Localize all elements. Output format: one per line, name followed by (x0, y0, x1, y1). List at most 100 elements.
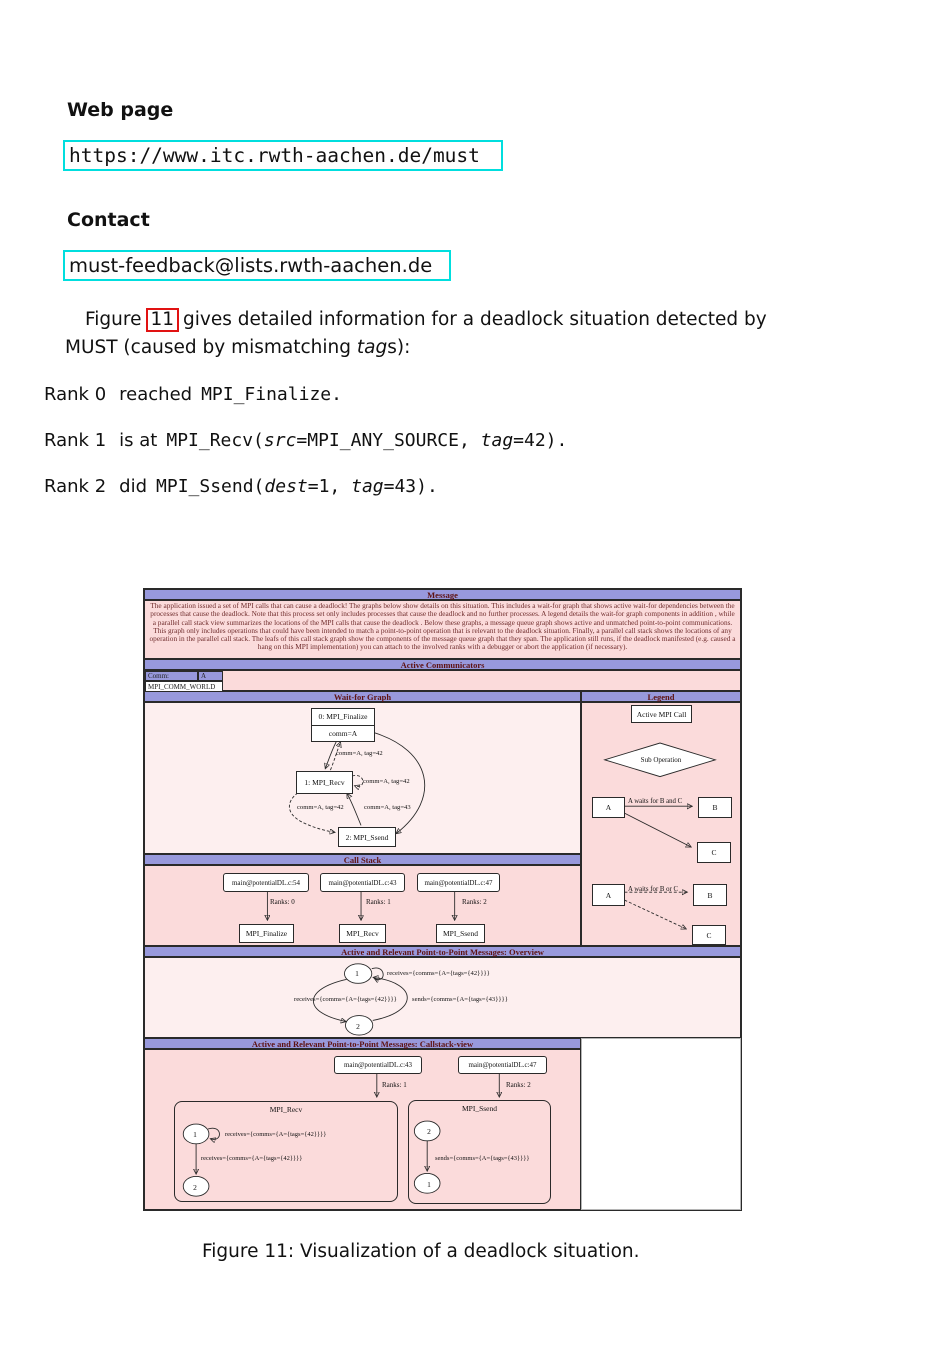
sub-operation-diamond (603, 742, 717, 778)
rank1-arg1: src (263, 430, 297, 451)
wfg-node-1: 1: MPI_Recv (296, 771, 353, 794)
legend-active-mpi-call-box: Active MPI Call (631, 705, 692, 723)
overview-node-2: 2 (356, 1022, 360, 1031)
legend-or-node-b: B (693, 884, 727, 906)
wfg-edge-label-2-1: comm=A, tag=43 (364, 804, 411, 811)
wfg-edge-label-self: comm=A, tag=42 (363, 778, 410, 785)
csv-mpi-recv-container (174, 1101, 398, 1202)
csv-recv-edge-label: receives={comms={A={tags={42}}}} (201, 1155, 303, 1162)
csv-left-location: main@potentialDL.c:43 (334, 1056, 422, 1074)
contact-heading: Contact (67, 209, 150, 231)
wfg-edge-label-1-2: comm=A, tag=42 (297, 804, 344, 811)
paragraph-line2-post: s): (387, 337, 411, 358)
rank1-label: Rank 1 (44, 430, 107, 451)
paragraph-post: gives detailed information for a deadloc… (183, 309, 767, 330)
call-stack-frame-0-location: main@potentialDL.c:54 (223, 873, 309, 892)
paragraph-pre: Figure (85, 309, 142, 330)
rank0-line: Rank 0 reached MPI_Finalize. (44, 384, 342, 405)
rank1-mid: =MPI_ANY_SOURCE, (296, 430, 481, 451)
rank0-call: MPI_Finalize. (201, 384, 342, 405)
rank1-call: MPI_Recv( (166, 430, 264, 451)
legend-and-node-a: A (592, 797, 625, 818)
rank1-arg2: tag (480, 430, 514, 451)
csv-mpi-ssend-title: MPI_Ssend (461, 1104, 497, 1113)
call-stack-edges (145, 891, 580, 945)
legend-body: Active MPI Call Sub Operation A B C A wa… (581, 702, 741, 946)
call-stack-header: Call Stack (144, 854, 581, 865)
csv-mpi-ssend-container (408, 1100, 551, 1204)
rank2-mid: =1, (307, 476, 352, 497)
rank0-verb: reached (119, 384, 193, 405)
p2p-overview-header: Active and Relevant Point-to-Point Messa… (144, 946, 741, 957)
legend-or-label: A waits for B or C (628, 886, 679, 893)
rank2-label: Rank 2 (44, 476, 107, 497)
legend-and-label: A waits for B and C (628, 798, 683, 805)
rank2-arg2: tag (351, 476, 384, 497)
comm-label-cell: Comm: (145, 671, 198, 681)
wfg-node-0: 0: MPI_Finalize comm=A (311, 708, 375, 742)
active-communicators-body: Comm: A MPI_COMM_WORLD (144, 670, 741, 692)
csv-ssend-node-1: 1 (427, 1180, 431, 1189)
web-page-link[interactable]: https://www.itc.rwth-aachen.de/must (63, 140, 503, 171)
wfg-node-0-comm: comm=A (312, 724, 374, 742)
legend-or-node-c: C (692, 925, 726, 945)
rank0-label: Rank 0 (44, 384, 107, 405)
legend-header: Legend (581, 691, 741, 702)
wfg-node-2: 2: MPI_Ssend (338, 827, 396, 847)
call-stack-frame-2-call: MPI_Ssend (436, 924, 485, 943)
wfg-node-0-title: 0: MPI_Finalize (318, 712, 368, 722)
csv-recv-self-loop-label: receives={comms={A={tags={42}}}} (225, 1131, 327, 1138)
csv-left-ranks-label: Ranks: 1 (382, 1081, 407, 1089)
wfg-edge-label-0-1: comm=A, tag=42 (336, 750, 383, 757)
contact-email-link[interactable]: must-feedback@lists.rwth-aachen.de (63, 250, 451, 281)
wait-for-graph-header: Wait-for Graph (144, 691, 581, 702)
rank1-verb: is at (119, 430, 158, 451)
overview-receives-label: receives={comms={A={tags={42}}}} (294, 996, 397, 1003)
paragraph-line2: MUST (caused by mismatching tags): (65, 337, 410, 358)
call-stack-frame-2-location: main@potentialDL.c:47 (417, 873, 500, 892)
csv-mpi-recv-title: MPI_Recv (269, 1105, 303, 1114)
figure-ref-link[interactable]: 11 (145, 308, 180, 332)
csv-right-location: main@potentialDL.c:47 (458, 1056, 547, 1074)
rank2-tail: =43). (383, 476, 438, 497)
wait-for-graph-edges (289, 732, 425, 853)
comm-value-cell: A (198, 671, 223, 681)
contact-email-text: must-feedback@lists.rwth-aachen.de (69, 254, 433, 277)
legend-or-node-a: A (592, 884, 625, 906)
csv-recv-node-2: 2 (193, 1183, 197, 1192)
call-stack-frame-1-call: MPI_Recv (339, 924, 386, 943)
call-stack-frame-1-location: main@potentialDL.c:43 (320, 873, 405, 892)
legend-sub-operation-label: Sub Operation (640, 756, 682, 764)
legend-shapes (603, 742, 717, 945)
overview-sends-label: sends={comms={A={tags={43}}}} (412, 996, 508, 1003)
message-section-header: Message (144, 589, 741, 600)
legend-and-node-c: C (697, 842, 731, 863)
p2p-callstack-view-header: Active and Relevant Point-to-Point Messa… (144, 1038, 581, 1049)
p2p-overview-edges (313, 963, 408, 1036)
legend-and-node-b: B (698, 797, 732, 818)
overview-self-loop-label: receives={comms={A={tags={42}}}} (387, 970, 490, 977)
paragraph-line2-pre: MUST (caused by mismatching (65, 337, 357, 358)
overview-node-1: 1 (355, 969, 359, 978)
figure-11-deadlock-visualization: Message The application issued a set of … (143, 588, 742, 1211)
web-page-url-text: https://www.itc.rwth-aachen.de/must (69, 144, 480, 167)
rank1-tail: =42). (513, 430, 568, 451)
paragraph-line2-emphasis: tag (356, 337, 388, 358)
callstack-view-empty-cell (581, 1038, 741, 1210)
call-stack-frame-0-call: MPI_Finalize (239, 924, 294, 943)
rank2-call: MPI_Ssend( (156, 476, 265, 497)
p2p-callstack-view-edges (182, 1073, 580, 1197)
active-communicators-header: Active Communicators (144, 659, 741, 670)
p2p-overview-body: 1 2 receives={comms={A={tags={42}}}} rec… (144, 957, 741, 1038)
call-stack-ranks-0-label: Ranks: 0 (270, 898, 295, 906)
csv-ssend-node-2: 2 (427, 1127, 431, 1136)
message-section-body: The application issued a set of MPI call… (144, 600, 741, 659)
figure-caption: Figure 11: Visualization of a deadlock s… (202, 1241, 640, 1262)
csv-recv-node-1: 1 (193, 1130, 197, 1139)
wait-for-graph-body: 0: MPI_Finalize comm=A 1: MPI_Recv 2: MP… (144, 702, 581, 854)
p2p-callstack-view-body: main@potentialDL.c:43 main@potentialDL.c… (144, 1049, 581, 1210)
csv-ssend-edge-label: sends={comms={A={tags={43}}}} (435, 1155, 530, 1162)
